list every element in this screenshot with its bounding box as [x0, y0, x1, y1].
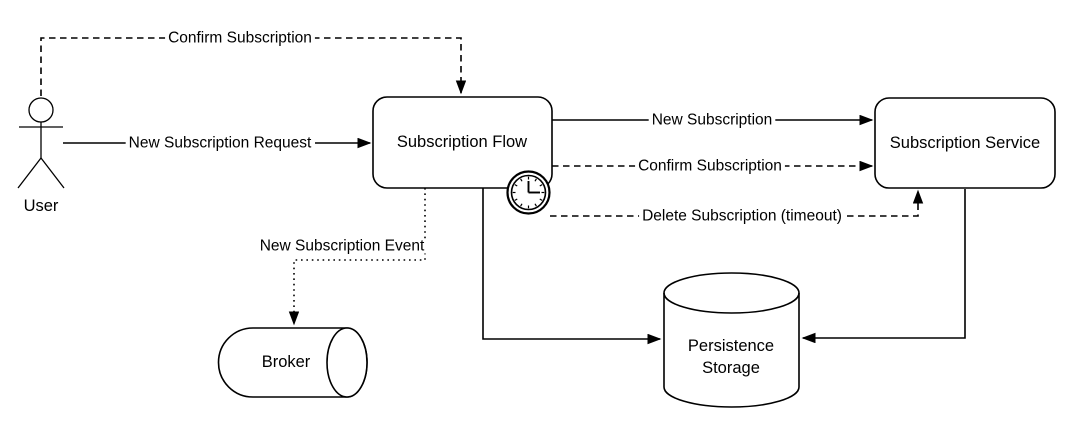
edge-label-background: [256, 238, 428, 254]
persistence-storage-label-line2: Storage: [702, 359, 760, 377]
user-head: [28, 97, 54, 123]
user-leg-left: [17, 157, 42, 189]
clock-icon: [506, 170, 551, 215]
user-actor: User: [17, 97, 65, 215]
edge-confirm-subscription-top: [40, 37, 461, 96]
persistence-storage-cylinder: [663, 272, 800, 408]
subscription-service-box: [874, 97, 1056, 189]
edge-label-new-subscription-request: New Subscription Request: [129, 135, 312, 152]
edge-new-subscription-event: [294, 188, 426, 324]
broker-node: Broker: [217, 327, 368, 398]
edge-flow-to-storage: [482, 188, 660, 339]
edge-label-background: [165, 30, 315, 46]
subscription-flow-node: Subscription Flow: [372, 96, 553, 189]
persistence-storage-label-line1: Persistence: [688, 337, 774, 355]
edge-label-new-subscription-event: New Subscription Event: [260, 238, 425, 255]
subscription-flow-label: Subscription Flow: [397, 133, 527, 151]
clock-ticks: [512, 176, 545, 209]
user-label: User: [24, 197, 59, 215]
edge-label-background: [125, 135, 316, 151]
persistence-storage-node: Persistence Storage: [663, 272, 800, 408]
broker-label: Broker: [262, 353, 311, 371]
subscription-service-label: Subscription Service: [890, 134, 1040, 152]
user-leg-right: [40, 157, 65, 189]
broker-cylinder-cap: [326, 327, 368, 398]
edge-label-new-subscription: New Subscription: [652, 112, 773, 129]
subscription-flow-box: [372, 96, 553, 189]
edge-label-delete-subscription-timeout: Delete Subscription (timeout): [642, 208, 842, 225]
subscription-service-node: Subscription Service: [874, 97, 1056, 189]
edge-label-background: [639, 208, 845, 224]
edge-service-to-storage: [803, 189, 966, 338]
edge-label-background: [648, 112, 776, 128]
edge-label-confirm-subscription-top: Confirm Subscription: [168, 30, 312, 47]
edge-label-confirm-subscription: Confirm Subscription: [638, 158, 782, 175]
edge-label-background: [635, 158, 785, 174]
persistence-storage-cylinder-lip: [663, 292, 800, 314]
edge-labels: Confirm Subscription New Subscription Re…: [125, 30, 845, 255]
